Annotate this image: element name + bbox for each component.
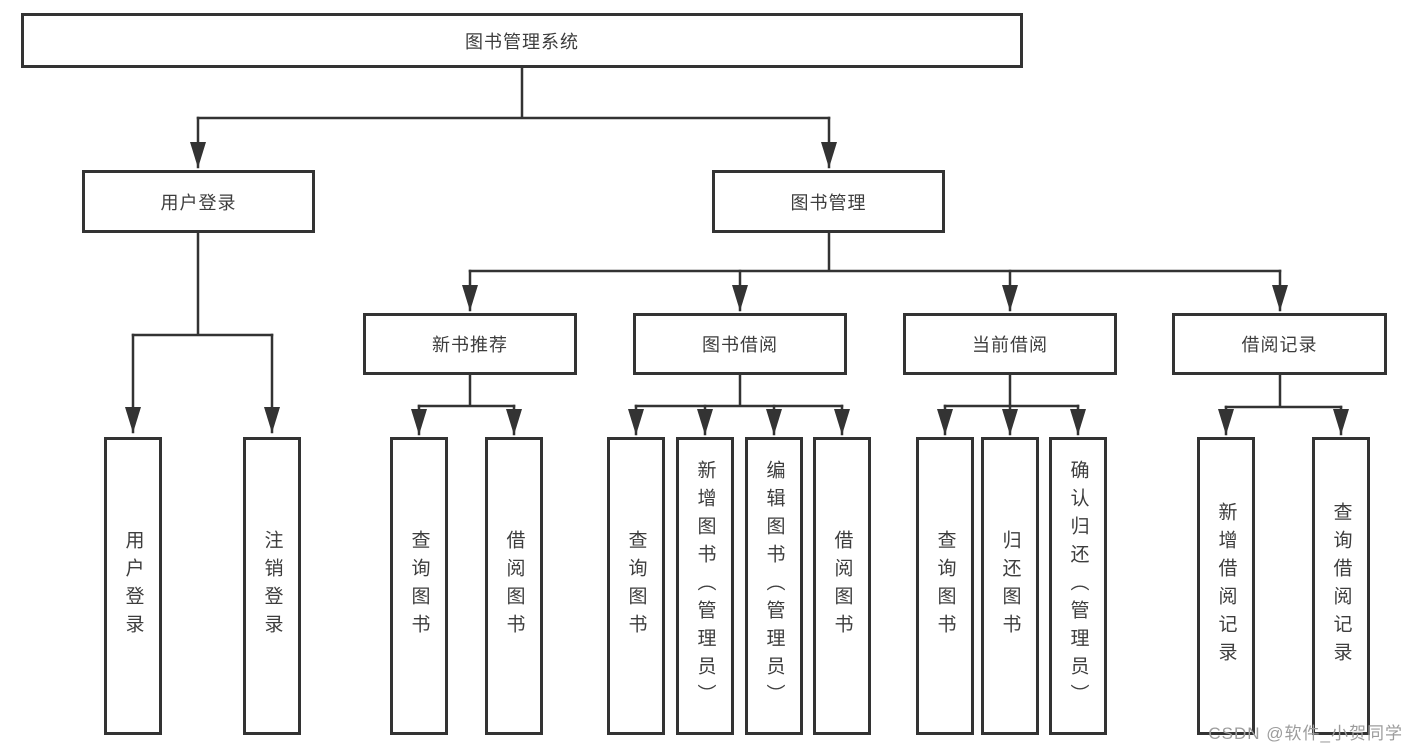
leaf-user-login: 用户登录 xyxy=(104,437,162,735)
leaf-query-books: 查询图书 xyxy=(390,437,448,735)
node-label: 借阅图书 xyxy=(503,530,525,642)
node-label: 图书借阅 xyxy=(702,335,778,355)
node-label: 查询图书 xyxy=(934,530,956,642)
node-label: 图书管理系统 xyxy=(465,31,579,52)
csdn-watermark: CSDN @软件_小贺同学 xyxy=(1208,724,1403,743)
leaf-confirm-return-admin: 确认归还（管理员） xyxy=(1049,437,1107,735)
node-label: 借阅图书 xyxy=(831,530,853,642)
leaf-query-books: 查询图书 xyxy=(916,437,974,735)
node-label: 用户登录 xyxy=(122,530,144,642)
node-book-borrowing: 图书借阅 xyxy=(633,313,847,375)
leaf-borrow-books: 借阅图书 xyxy=(485,437,543,735)
node-label: 注销登录 xyxy=(261,530,283,642)
node-current-borrowing: 当前借阅 xyxy=(903,313,1117,375)
node-book-management: 图书管理 xyxy=(712,170,945,233)
leaf-logout: 注销登录 xyxy=(243,437,301,735)
node-label: 确认归还（管理员） xyxy=(1067,460,1089,712)
leaf-query-borrow-record: 查询借阅记录 xyxy=(1312,437,1370,735)
node-borrowing-records: 借阅记录 xyxy=(1172,313,1387,375)
node-library-management-system: 图书管理系统 xyxy=(21,13,1023,68)
leaf-add-books-admin: 新增图书（管理员） xyxy=(676,437,734,735)
node-user-login: 用户登录 xyxy=(82,170,315,233)
node-label: 归还图书 xyxy=(999,530,1021,642)
leaf-return-books: 归还图书 xyxy=(981,437,1039,735)
leaf-query-books: 查询图书 xyxy=(607,437,665,735)
node-label: 查询图书 xyxy=(625,530,647,642)
node-new-book-recommend: 新书推荐 xyxy=(363,313,577,375)
leaf-add-borrow-record: 新增借阅记录 xyxy=(1197,437,1255,735)
node-label: 借阅记录 xyxy=(1241,335,1318,355)
leaf-borrow-books: 借阅图书 xyxy=(813,437,871,735)
node-label: 当前借阅 xyxy=(972,335,1048,355)
node-label: 新增图书（管理员） xyxy=(694,460,716,712)
node-label: 图书管理 xyxy=(790,192,867,213)
node-label: 编辑图书（管理员） xyxy=(763,460,785,712)
node-label: 查询图书 xyxy=(408,530,430,642)
node-label: 用户登录 xyxy=(160,192,237,213)
node-label: 查询借阅记录 xyxy=(1330,502,1352,670)
leaf-edit-books-admin: 编辑图书（管理员） xyxy=(745,437,803,735)
node-label: 新增借阅记录 xyxy=(1215,502,1237,670)
node-label: 新书推荐 xyxy=(432,335,508,355)
